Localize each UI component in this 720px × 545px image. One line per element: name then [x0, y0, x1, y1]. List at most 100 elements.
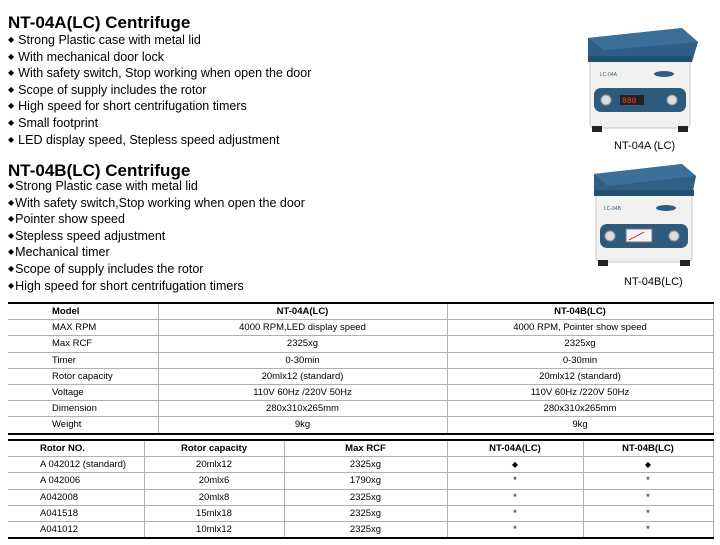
- svg-text:888: 888: [622, 97, 637, 106]
- diamond-bullet-icon: ◆: [8, 197, 15, 207]
- feature-item: ◆Pointer show speed: [8, 212, 125, 227]
- nt-04b-centrifuge-image: LC-04B: [594, 164, 696, 266]
- table-cell: 0-30min: [158, 351, 448, 369]
- timer-knob-icon: [666, 94, 678, 106]
- availability-mark: *: [447, 504, 584, 522]
- table-cell: 2325xg: [284, 520, 448, 539]
- column-header: NT-04A(LC): [158, 302, 448, 321]
- column-header: NT-04B(LC): [583, 439, 714, 458]
- row-label: Weight: [8, 416, 159, 434]
- feature-item: ◆High speed for short centrifugation tim…: [8, 278, 244, 293]
- table-cell: 1790xg: [284, 472, 448, 490]
- section-a-feature-list: ◆Strong Plastic case with metal lid ◆Wit…: [8, 32, 311, 148]
- table-cell: 2325xg: [158, 335, 448, 353]
- table-cell: 20mlx6: [144, 472, 285, 490]
- availability-mark: ◆: [447, 456, 584, 474]
- table-header-row: Model NT-04A(LC) NT-04B(LC): [8, 302, 714, 321]
- table-cell: 110V 60Hz /220V 50Hz: [447, 383, 714, 402]
- table-cell: 20mlx8: [144, 488, 285, 506]
- feature-item: ◆Scope of supply includes the rotor: [8, 261, 204, 276]
- column-header: Max RCF: [284, 439, 448, 458]
- nt-04a-centrifuge-image: LC-04A 888: [588, 28, 698, 132]
- brand-logo: [654, 71, 674, 77]
- section-b-title: NT-04B(LC) Centrifuge: [8, 161, 191, 180]
- availability-mark: *: [447, 488, 584, 506]
- pointer-speed-meter: [625, 228, 653, 243]
- speed-knob-icon: [600, 94, 612, 106]
- row-label: Dimension: [8, 400, 159, 418]
- column-header: NT-04B(LC): [447, 302, 714, 321]
- diamond-bullet-icon: ◆: [8, 247, 15, 257]
- row-label: Timer: [8, 351, 159, 369]
- feature-item: ◆Stepless speed adjustment: [8, 228, 166, 243]
- diamond-bullet-icon: ◆: [8, 101, 15, 111]
- diamond-bullet-icon: ◆: [8, 214, 15, 224]
- diamond-bullet-icon: ◆: [8, 68, 15, 78]
- feature-item: ◆With safety switch,Stop working when op…: [8, 195, 305, 210]
- row-label: Voltage: [8, 383, 159, 402]
- table-cell: 2325xg: [284, 488, 448, 506]
- diamond-bullet-icon: ◆: [8, 134, 15, 144]
- rotor-number: A 042012 (standard): [8, 456, 145, 474]
- diamond-bullet-icon: ◆: [8, 84, 15, 94]
- feature-item: ◆Small footprint: [8, 115, 99, 130]
- table-cell: 110V 60Hz /220V 50Hz: [158, 383, 448, 402]
- rotor-number: A 042006: [8, 472, 145, 490]
- section-a-title: NT-04A(LC) Centrifuge: [8, 13, 191, 32]
- column-header: Model: [8, 302, 159, 321]
- feature-item: ◆With safety switch, Stop working when o…: [8, 66, 312, 81]
- rotor-number: A041518: [8, 504, 145, 522]
- table-cell: 280x310x265mm: [158, 400, 448, 418]
- rotor-number: A042008: [8, 488, 145, 506]
- table-cell: 9kg: [158, 416, 448, 434]
- diamond-bullet-icon: ◆: [8, 117, 15, 127]
- product-b-caption: NT-04B(LC): [624, 276, 683, 288]
- table-cell: 20mlx12 (standard): [447, 367, 714, 385]
- brand-mark: LC-04A: [600, 72, 618, 78]
- feature-item: ◆Scope of supply includes the rotor: [8, 82, 207, 97]
- row-label: Rotor capacity: [8, 367, 159, 385]
- table-cell: 2325xg: [284, 456, 448, 474]
- table-cell: 2325xg: [447, 335, 714, 353]
- feature-item: ◆High speed for short centrifugation tim…: [8, 99, 247, 114]
- availability-mark: *: [447, 472, 584, 490]
- feature-item: ◆Strong Plastic case with metal lid: [8, 179, 198, 193]
- product-a-caption: NT-04A (LC): [614, 140, 676, 152]
- column-header: Rotor NO.: [8, 439, 145, 458]
- feature-item: ◆Mechanical timer: [8, 245, 110, 260]
- speed-knob-icon: [604, 230, 616, 242]
- table-cell: 15mlx18: [144, 504, 285, 522]
- column-header: NT-04A(LC): [447, 439, 584, 458]
- diamond-bullet-icon: ◆: [8, 263, 15, 273]
- table-cell: 4000 RPM, Pointer show speed: [447, 319, 714, 337]
- row-label: Max RCF: [8, 335, 159, 353]
- availability-mark: *: [583, 520, 714, 539]
- brand-mark: LC-04B: [604, 206, 622, 212]
- diamond-bullet-icon: ◆: [8, 181, 15, 190]
- availability-mark: ◆: [583, 456, 714, 474]
- table-cell: 0-30min: [447, 351, 714, 369]
- availability-mark: *: [583, 472, 714, 490]
- rotor-table: Rotor NO. Rotor capacity Max RCF NT-04A(…: [8, 439, 714, 540]
- diamond-bullet-icon: ◆: [8, 280, 15, 290]
- diamond-bullet-icon: ◆: [8, 230, 15, 240]
- row-label: MAX RPM: [8, 319, 159, 337]
- diamond-bullet-icon: ◆: [8, 51, 15, 61]
- feature-item: ◆Strong Plastic case with metal lid: [8, 33, 201, 47]
- table-header-row: Rotor NO. Rotor capacity Max RCF NT-04A(…: [8, 439, 714, 458]
- diamond-bullet-icon: ◆: [8, 35, 15, 44]
- table-cell: 9kg: [447, 416, 714, 434]
- brand-logo: [656, 205, 676, 211]
- table-cell: 20mlx12: [144, 456, 285, 474]
